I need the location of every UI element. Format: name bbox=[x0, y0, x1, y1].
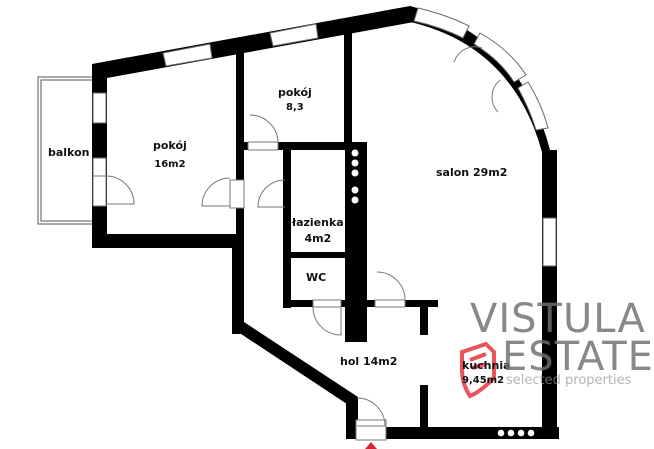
room-name: salon 29m2 bbox=[436, 166, 508, 179]
room-area: 8,3 bbox=[286, 101, 304, 113]
room-label-wc: WC bbox=[306, 270, 326, 286]
room-name: WC bbox=[306, 271, 327, 284]
doors bbox=[92, 46, 501, 441]
vistula-estate-logo-icon bbox=[460, 341, 496, 399]
room-name: kuchnia bbox=[462, 359, 511, 372]
room-name: balkon bbox=[48, 146, 90, 159]
watermark-estate: ESTATE bbox=[502, 334, 654, 380]
room-name: łazienka bbox=[292, 216, 344, 229]
room-label-balkon: balkon bbox=[48, 145, 89, 161]
watermark-vistula: VISTULA bbox=[470, 296, 646, 342]
room-name: pokój bbox=[153, 139, 187, 152]
room-label-kuchnia: kuchnia 9,45m2 bbox=[462, 358, 511, 388]
entrance-arrow-icon bbox=[365, 442, 377, 449]
room-label-pokoj-8: pokój 8,3 bbox=[278, 85, 312, 115]
windows bbox=[92, 7, 557, 267]
watermark-tagline: selected properties bbox=[506, 373, 632, 388]
room-name: pokój bbox=[278, 86, 312, 99]
room-label-salon: salon 29m2 bbox=[436, 165, 507, 181]
room-area: 9,45m2 bbox=[462, 374, 505, 386]
room-label-hol: hol 14m2 bbox=[340, 354, 397, 370]
room-label-pokoj-16: pokój 16m2 bbox=[153, 138, 187, 172]
room-area: 4m2 bbox=[304, 231, 332, 245]
interior-walls bbox=[236, 30, 438, 433]
room-label-lazienka: łazienka 4m2 bbox=[292, 215, 344, 247]
room-area: 16m2 bbox=[154, 158, 186, 170]
room-name: hol 14m2 bbox=[340, 355, 398, 368]
ventilation-dots bbox=[351, 149, 535, 437]
